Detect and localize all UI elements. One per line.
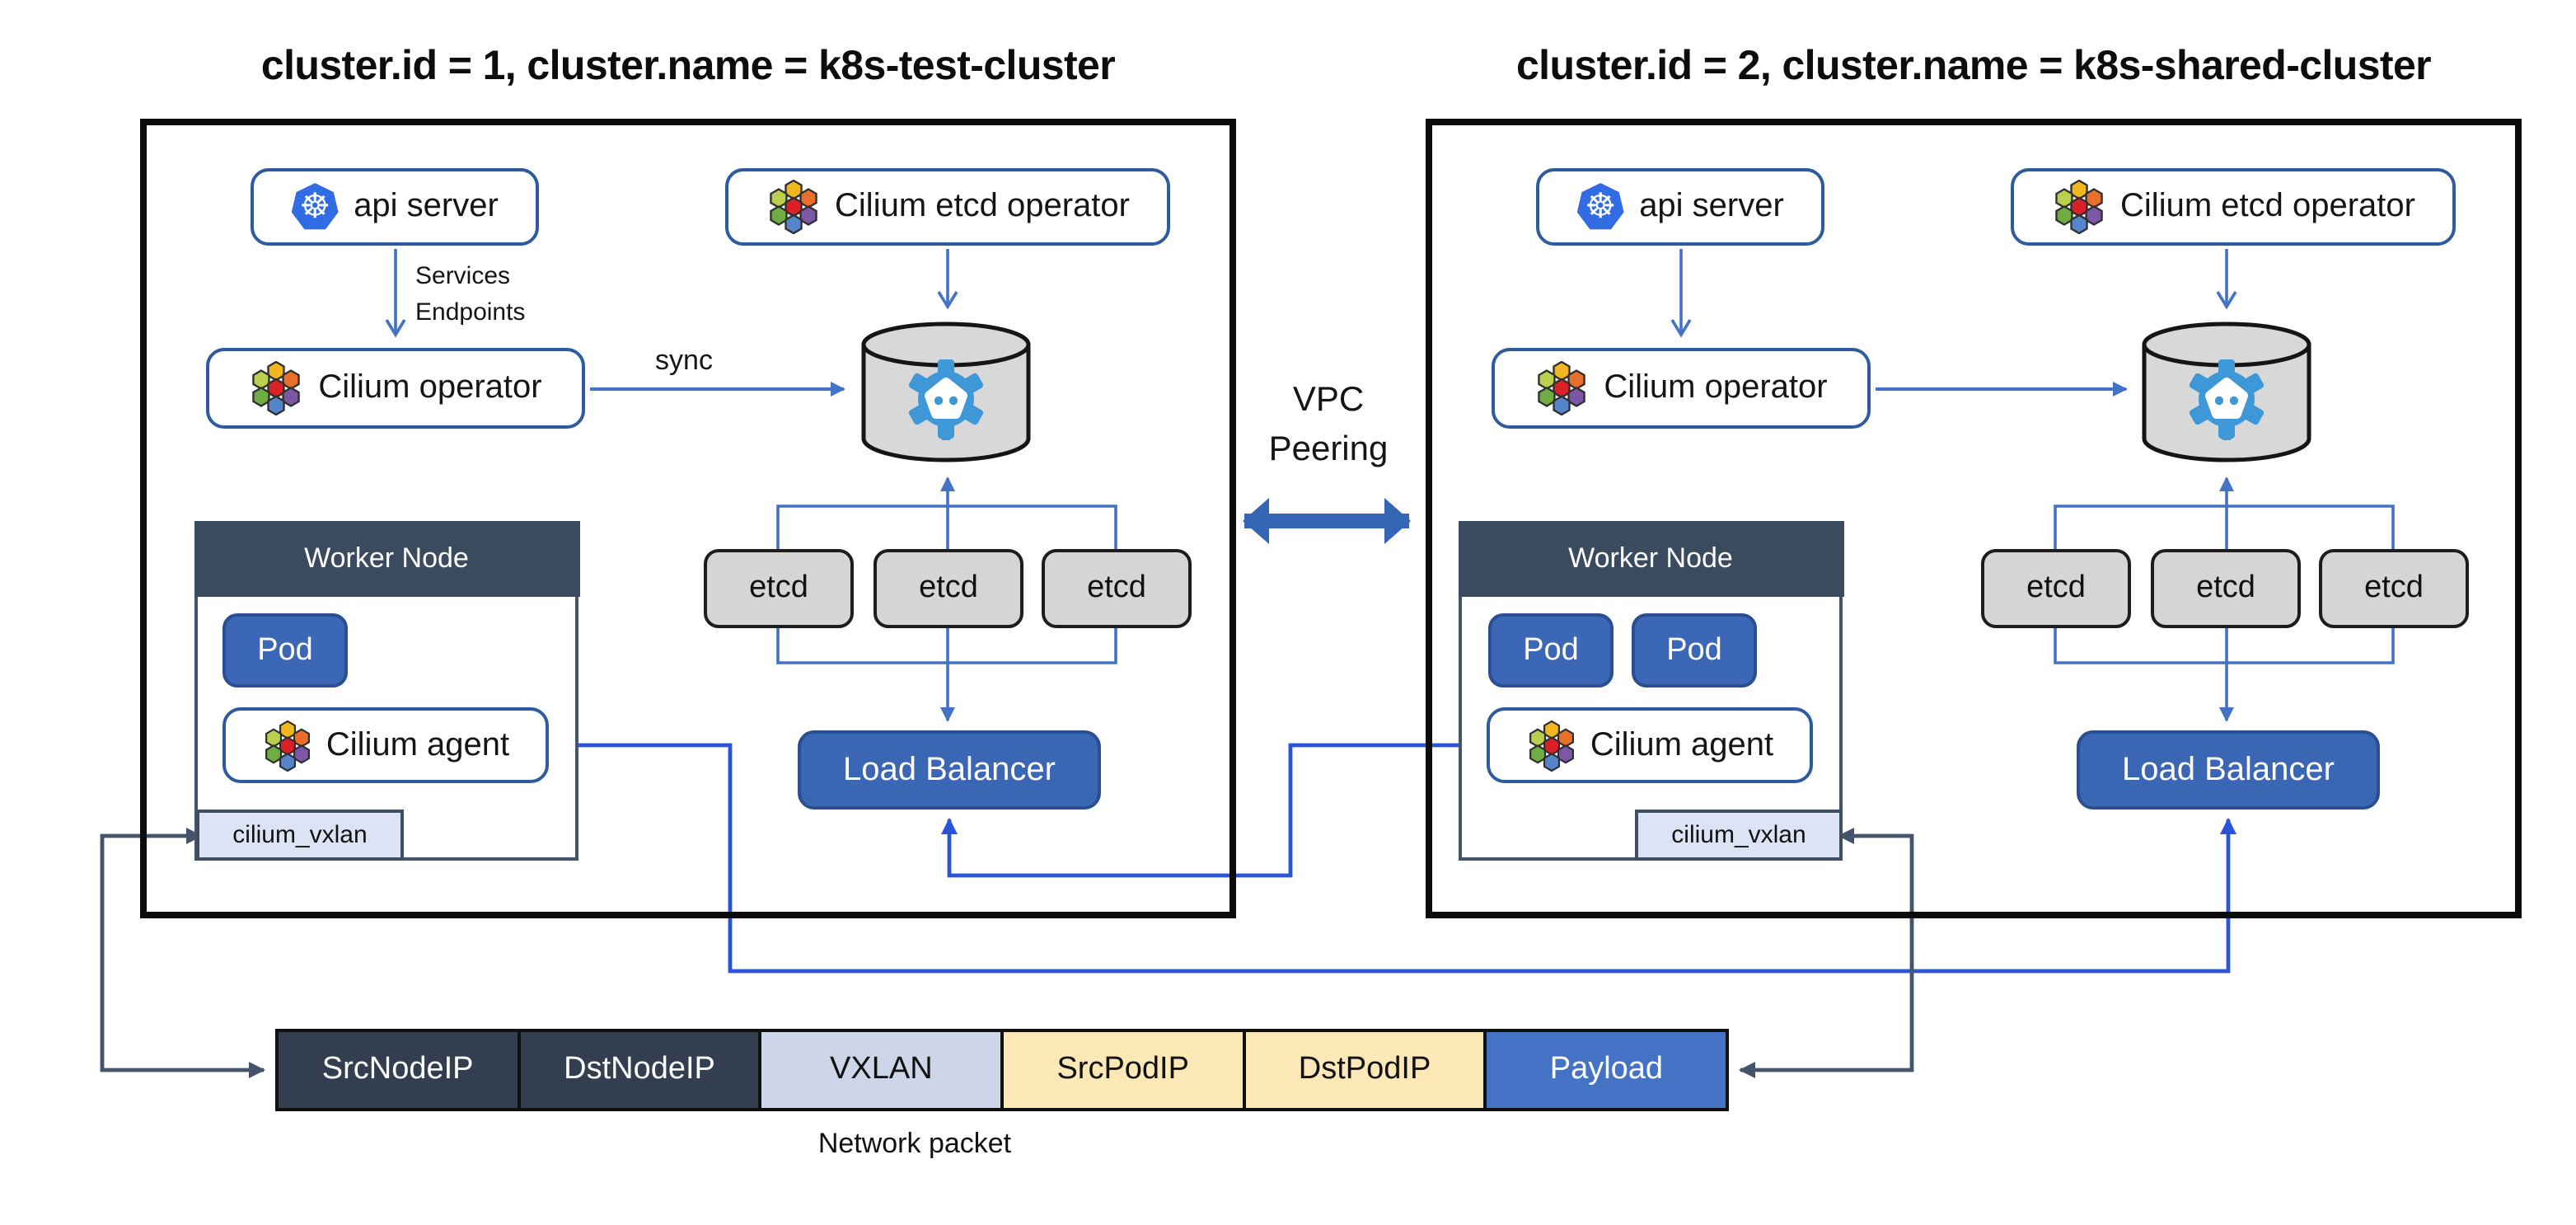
endpoints-label: Endpoints (415, 298, 526, 326)
cilium-icon (769, 180, 817, 234)
vpc-peering-label: VPC Peering (1268, 381, 1389, 468)
cluster2-cilium-etcd-operator: Cilium etcd operator (2011, 168, 2456, 246)
pod: Pod (1488, 613, 1614, 688)
packet-segment-dstpodip: DstPodIP (1242, 1032, 1484, 1108)
line-agent-c1-to-loadbalancer-c2 (549, 743, 2236, 974)
cilium-etcd-operator-label: Cilium etcd operator (835, 188, 1130, 224)
api-server-label: api server (1639, 188, 1784, 224)
packet-segment-vxlan: VXLAN (758, 1032, 1001, 1108)
cluster2-api-server: ☸ api server (1536, 168, 1824, 246)
cilium-vxlan-interface-c1: cilium_vxlan (196, 810, 404, 861)
etcd-logo-icon (908, 359, 984, 440)
cilium-agent-c1: Cilium agent (222, 707, 549, 783)
etcd-logo-icon (2189, 359, 2265, 440)
etcd-node: etcd (1042, 549, 1192, 628)
line-vxlan-c1-to-packet (100, 828, 265, 1078)
line-agent-c2-to-loadbalancer-c1 (941, 743, 1487, 878)
kubernetes-icon: ☸ (291, 183, 339, 230)
cluster1-box (140, 119, 1236, 918)
etcd-cylinder-c2 (2139, 320, 2314, 468)
cilium-icon (252, 361, 301, 415)
packet-segment-srcnodeip: SrcNodeIP (279, 1032, 518, 1108)
cluster2-title: cluster.id = 2, cluster.name = k8s-share… (1515, 43, 2432, 89)
line-vxlan-c2-to-packet (1739, 828, 1914, 1078)
worker-node-c1: Worker Node (194, 520, 579, 861)
cluster1-cilium-operator: Cilium operator (206, 348, 585, 429)
etcd-cylinder-c1 (859, 320, 1033, 468)
bracket-etcd-up-c2 (2054, 505, 2395, 549)
network-packet: SrcNodeIP DstNodeIP VXLAN SrcPodIP DstPo… (275, 1029, 1729, 1111)
pod: Pod (222, 613, 348, 688)
cilium-icon (265, 720, 310, 771)
api-server-label: api server (354, 188, 499, 224)
etcd-node: etcd (2319, 549, 2469, 628)
cilium-icon (1538, 361, 1586, 415)
cilium-agent-c2: Cilium agent (1487, 707, 1813, 783)
cilium-icon (1529, 720, 1574, 771)
etcd-node: etcd (704, 549, 854, 628)
packet-segment-srcpodip: SrcPodIP (1000, 1032, 1243, 1108)
cluster1-title: cluster.id = 1, cluster.name = k8s-test-… (260, 43, 1116, 89)
cilium-etcd-operator-label: Cilium etcd operator (2120, 188, 2415, 224)
cilium-icon (2054, 180, 2102, 234)
packet-segment-dstnodeip: DstNodeIP (517, 1032, 759, 1108)
network-packet-caption: Network packet (817, 1128, 1012, 1159)
pod: Pod (1632, 613, 1757, 688)
cilium-operator-label: Cilium operator (1604, 369, 1828, 406)
cluster2-box (1426, 119, 2522, 918)
load-balancer-c2: Load Balancer (2077, 730, 2380, 810)
sync-label: sync (655, 345, 713, 376)
etcd-node: etcd (873, 549, 1023, 628)
cluster2-cilium-operator: Cilium operator (1492, 348, 1871, 429)
cilium-vxlan-interface-c2: cilium_vxlan (1635, 810, 1843, 861)
etcd-node: etcd (1981, 549, 2131, 628)
load-balancer-c1: Load Balancer (798, 730, 1101, 810)
packet-segment-payload: Payload (1483, 1032, 1726, 1108)
cluster1-api-server: ☸ api server (251, 168, 539, 246)
cilium-agent-label: Cilium agent (1590, 726, 1774, 763)
worker-node-header: Worker Node (1458, 520, 1843, 596)
worker-node-header: Worker Node (194, 520, 579, 596)
cilium-operator-label: Cilium operator (318, 369, 542, 406)
worker-node-c2: Worker Node (1458, 520, 1843, 861)
services-label: Services (415, 262, 511, 290)
bracket-etcd-down-c2 (2054, 628, 2395, 664)
cilium-agent-label: Cilium agent (326, 726, 510, 763)
cluster1-cilium-etcd-operator: Cilium etcd operator (725, 168, 1170, 246)
etcd-node: etcd (2151, 549, 2301, 628)
kubernetes-icon: ☸ (1576, 183, 1624, 230)
